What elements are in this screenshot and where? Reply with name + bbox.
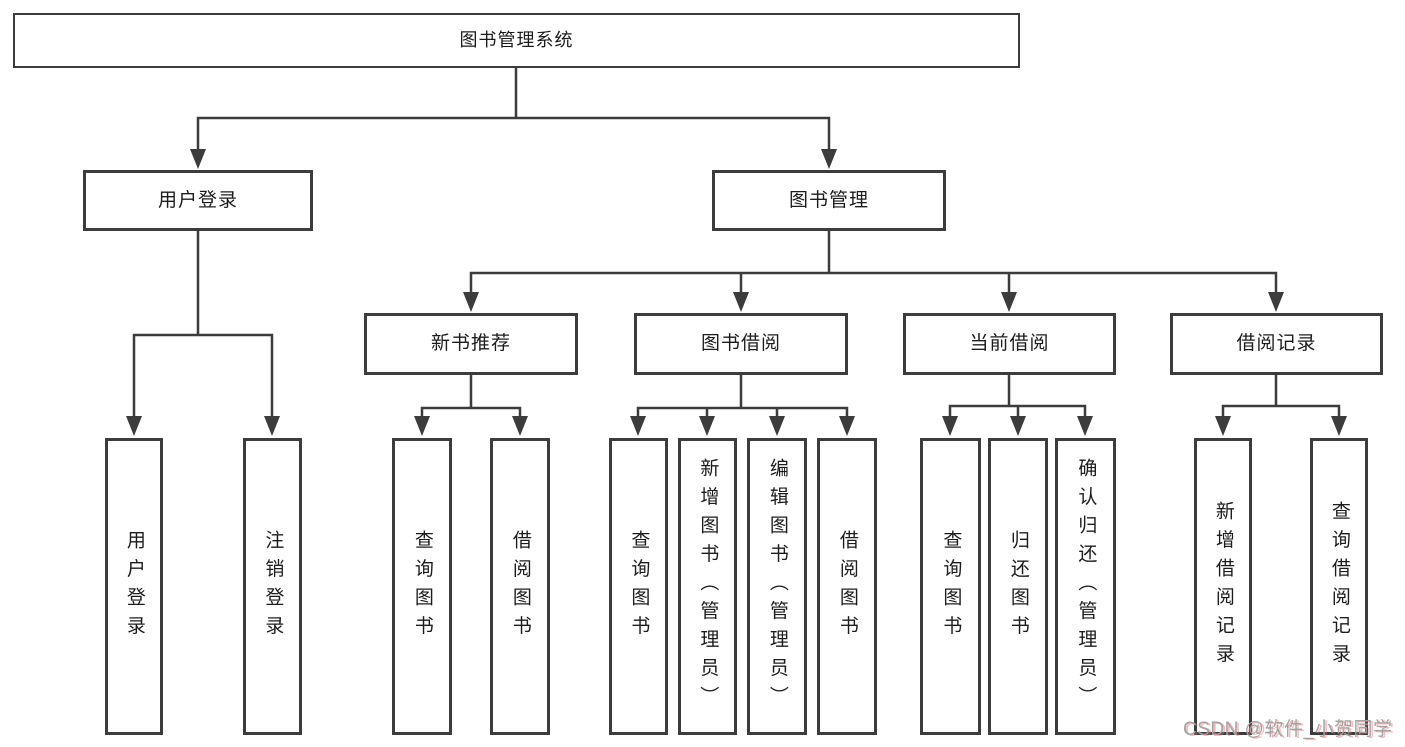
leaf-borrow-book-1: 借阅图书 [490, 438, 550, 735]
leaf-query-book-1-label: 查询图书 [411, 529, 433, 644]
node-borrowing-records-label: 借阅记录 [1236, 333, 1317, 355]
leaf-add-borrow-record-label: 新增借阅记录 [1212, 501, 1234, 672]
leaf-logout-label: 注销登录 [262, 529, 284, 644]
node-book-borrowing-label: 图书借阅 [700, 333, 781, 355]
leaf-borrow-book-2: 借阅图书 [817, 438, 877, 735]
leaf-user-login: 用户登录 [105, 438, 163, 735]
node-user-login-label: 用户登录 [157, 189, 238, 211]
node-current-borrowing: 当前借阅 [903, 313, 1116, 375]
leaf-add-borrow-record: 新增借阅记录 [1194, 438, 1252, 735]
leaf-query-borrow-record: 查询借阅记录 [1310, 438, 1368, 735]
leaf-edit-book-admin-label: 编辑图书（管理员） [766, 458, 788, 715]
leaf-logout: 注销登录 [243, 438, 302, 735]
leaf-user-login-label: 用户登录 [123, 529, 145, 644]
leaf-borrow-book-1-label: 借阅图书 [509, 529, 531, 644]
csdn-watermark: CSDN @软件_小贺同学 [1183, 719, 1393, 740]
leaf-edit-book-admin: 编辑图书（管理员） [747, 438, 807, 735]
node-book-borrowing: 图书借阅 [634, 313, 848, 375]
leaf-confirm-return-admin: 确认归还（管理员） [1055, 438, 1116, 735]
leaf-query-book-2: 查询图书 [609, 438, 668, 735]
leaf-return-book-label: 归还图书 [1007, 529, 1029, 644]
leaf-add-book-admin-label: 新增图书（管理员） [697, 458, 719, 715]
leaf-borrow-book-2-label: 借阅图书 [836, 529, 858, 644]
leaf-query-book-1: 查询图书 [392, 438, 452, 735]
node-book-management-label: 图书管理 [788, 189, 869, 211]
leaf-return-book: 归还图书 [988, 438, 1048, 735]
node-root-label: 图书管理系统 [459, 30, 574, 51]
node-root: 图书管理系统 [13, 13, 1020, 68]
node-new-book-recommend: 新书推荐 [364, 313, 578, 375]
node-new-book-recommend-label: 新书推荐 [430, 333, 511, 355]
node-borrowing-records: 借阅记录 [1170, 313, 1383, 375]
leaf-query-book-3: 查询图书 [920, 438, 981, 735]
node-user-login: 用户登录 [83, 170, 313, 231]
node-current-borrowing-label: 当前借阅 [969, 333, 1050, 355]
leaf-query-book-3-label: 查询图书 [940, 529, 962, 644]
leaf-confirm-return-admin-label: 确认归还（管理员） [1075, 458, 1097, 715]
leaf-add-book-admin: 新增图书（管理员） [678, 438, 737, 735]
leaf-query-book-2-label: 查询图书 [628, 529, 650, 644]
leaf-query-borrow-record-label: 查询借阅记录 [1328, 501, 1350, 672]
node-book-management: 图书管理 [712, 170, 946, 231]
